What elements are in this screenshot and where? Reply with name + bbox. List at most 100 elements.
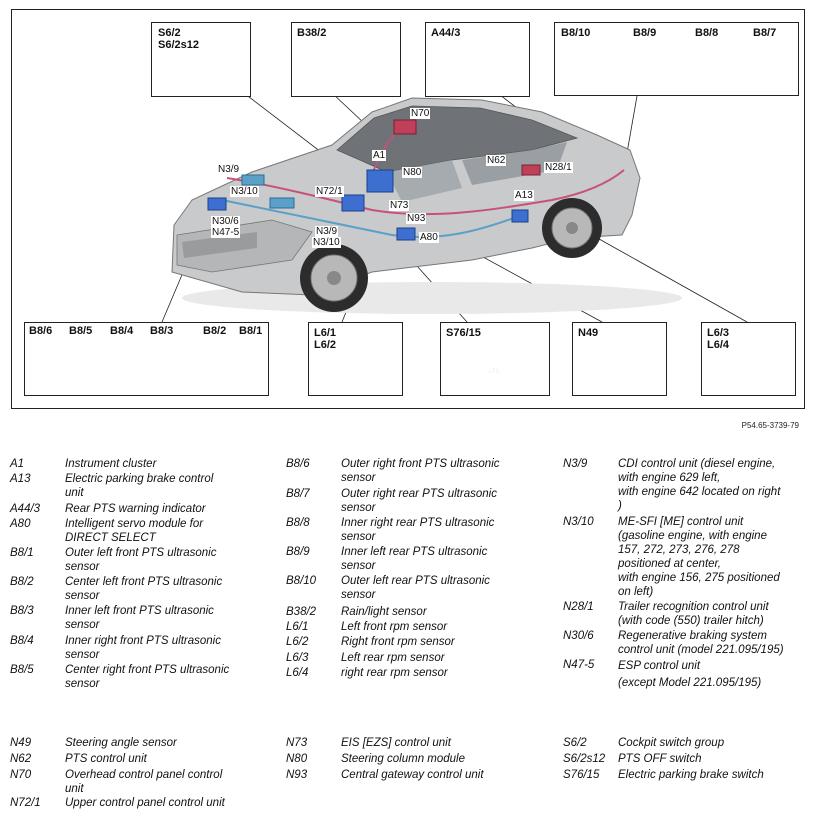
legend-code: N70	[10, 769, 32, 781]
legend-desc: Left rear rpm sensor	[341, 652, 445, 664]
legend-code: L6/4	[286, 667, 309, 679]
legend-desc: Rear PTS warning indicator	[65, 503, 206, 515]
car-label-n47-5: N47-5	[211, 227, 241, 238]
car-label-n3-9-b: N3/9	[315, 226, 339, 237]
legend-desc: Center left front PTS ultrasonic sensor	[65, 576, 223, 602]
legend-desc: Right front rpm sensor	[341, 636, 455, 648]
legend-code: L6/2	[286, 636, 309, 648]
callout-box-front-bumper: B8/6 B8/5 B8/4 B8/3 B8/2 B8/1	[24, 322, 269, 396]
box-label-b8-4: B8/4	[110, 325, 134, 337]
callout-box-rain-light-sensor: B38/2	[291, 22, 401, 97]
box-label-b8-5: B8/5	[69, 325, 93, 337]
callout-box-switch-group: S6/2 S6/2s12	[151, 22, 251, 97]
legend-code: N80	[286, 753, 308, 765]
car-label-a13: A13	[514, 190, 534, 201]
legend-desc: PTS OFF switch	[618, 753, 702, 765]
legend-desc: Electric parking brake control unit	[65, 473, 214, 499]
legend-code: S6/2	[563, 737, 587, 749]
legend-code: N47-5	[563, 659, 595, 671]
legend-code: B8/10	[286, 575, 317, 587]
legend-code: A44/3	[10, 503, 41, 515]
legend-desc: Upper control panel control unit	[65, 797, 225, 809]
legend-code: N93	[286, 769, 308, 781]
box-label-b8-8: B8/8	[695, 27, 719, 39]
legend-desc: ME-SFI [ME] control unit (gasoline engin…	[618, 516, 780, 598]
legend-desc: ESP control unit (except Model 221.095/1…	[618, 660, 762, 689]
legend-desc: Inner left front PTS ultrasonic sensor	[65, 605, 214, 631]
legend-desc: Outer left front PTS ultrasonic sensor	[65, 547, 217, 573]
legend-col-2: B8/6 Outer right front PTS ultrasonic se…	[286, 457, 556, 817]
box-label-b8-1: B8/1	[239, 325, 263, 337]
box-label-l6-2: L6/2	[314, 339, 337, 351]
legend-code: B8/8	[286, 517, 310, 529]
box-label-s6-2s12: S6/2s12	[158, 39, 199, 51]
box-label-b8-9: B8/9	[633, 27, 657, 39]
car-label-n3-10-b: N3/10	[312, 237, 341, 248]
car-label-n80: N80	[402, 167, 423, 178]
car-label-a1: A1	[372, 150, 387, 161]
car-label-n93: N93	[406, 213, 427, 224]
legend-desc: Center right front PTS ultrasonic sensor	[65, 664, 230, 690]
car-label-n3-9: N3/9	[217, 164, 241, 175]
legend-code: N73	[286, 737, 308, 749]
legend-code: N3/10	[563, 516, 594, 528]
box-label-l6-4: L6/4	[707, 339, 730, 351]
legend-desc: Steering column module	[341, 753, 466, 765]
callout-box-warning-indicator: A44/3	[425, 22, 530, 97]
box-label-s6-2: S6/2	[158, 27, 181, 39]
legend-code: N28/1	[563, 601, 594, 613]
car-label-n72-1: N72/1	[315, 186, 344, 197]
callout-box-rear-bumper: B8/10 B8/9 B8/8 B8/7	[554, 22, 799, 96]
legend-desc: Intelligent servo module for DIRECT SELE…	[65, 518, 204, 544]
car-label-n62: N62	[486, 155, 507, 166]
figure-reference: P54.65-3739-79	[741, 421, 799, 430]
legend-code: B8/9	[286, 546, 310, 558]
car-label-n30-6: N30/6	[211, 216, 240, 227]
box-label-a44-3: A44/3	[431, 27, 461, 39]
legend-desc: Electric parking brake switch	[618, 769, 764, 781]
box-label-b8-3: B8/3	[150, 325, 174, 337]
box-label-l6-1: L6/1	[314, 327, 337, 339]
legend-code: S76/15	[563, 769, 600, 781]
legend-code: S6/2s12	[563, 753, 606, 765]
legend-col-3: N3/9 CDI control unit (diesel engine, wi…	[563, 457, 808, 817]
car-label-n28-1: N28/1	[544, 162, 573, 173]
legend-code: B8/1	[10, 547, 34, 559]
legend-desc: Rain/light sensor	[341, 606, 427, 618]
legend-desc: Trailer recognition control unit (with c…	[618, 601, 769, 627]
legend-col-1: A1 Instrument cluster A13 Electric parki…	[10, 457, 280, 817]
callout-box-rear-rpm-sensors: L6/3 L6/4	[701, 322, 796, 396]
legend-code: B8/6	[286, 458, 310, 470]
legend-desc: Instrument cluster	[65, 458, 157, 470]
box-label-b38-2: B38/2	[297, 27, 327, 39]
legend-code: N30/6	[563, 630, 594, 642]
legend-code: B8/7	[286, 488, 310, 500]
callout-box-steering-angle-sensor: N49	[572, 322, 667, 396]
car-illustration	[171, 97, 682, 314]
box-label-b8-6: B8/6	[29, 325, 53, 337]
box-label-s76-15: S76/15	[446, 327, 481, 339]
legend-code: L6/3	[286, 652, 309, 664]
legend-desc: Outer right front PTS ultrasonic sensor	[341, 458, 500, 484]
legend-desc: Outer left rear PTS ultrasonic sensor	[341, 575, 490, 601]
car-label-n70: N70	[410, 108, 431, 119]
legend-desc: Inner right rear PTS ultrasonic sensor	[341, 517, 495, 543]
legend-desc: Central gateway control unit	[341, 769, 484, 781]
legend-desc: Outer right rear PTS ultrasonic sensor	[341, 488, 497, 514]
legend-code: L6/1	[286, 621, 309, 633]
car-label-n73: N73	[389, 200, 410, 211]
box-label-b8-10: B8/10	[561, 27, 591, 39]
callout-box-parking-brake-switch: S76/15 LTS	[440, 322, 550, 396]
legend-code: N49	[10, 737, 32, 749]
car-label-a80: A80	[419, 232, 439, 243]
box-label-n49: N49	[578, 327, 599, 339]
legend-code: B8/5	[10, 664, 34, 676]
box-label-l6-3: L6/3	[707, 327, 730, 339]
box-label-b8-2: B8/2	[203, 325, 227, 337]
legend-code: N72/1	[10, 797, 41, 809]
legend-desc: Regenerative braking system control unit…	[618, 630, 784, 656]
legend-desc: Overhead control panel control unit	[65, 769, 223, 795]
car-label-n3-10: N3/10	[230, 186, 259, 197]
legend-code: N62	[10, 753, 32, 765]
legend-desc: Inner left rear PTS ultrasonic sensor	[341, 546, 488, 572]
